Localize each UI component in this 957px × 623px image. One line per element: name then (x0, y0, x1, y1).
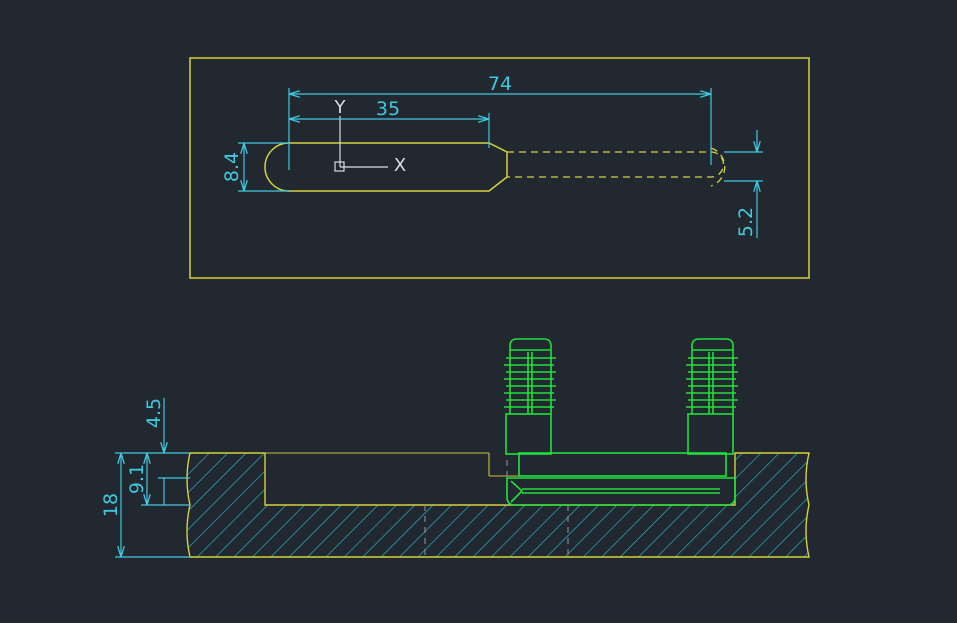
dimension-4-5 (158, 398, 190, 505)
dimension-74 (288, 88, 712, 170)
dimension-5-2-label: 5.2 (735, 207, 757, 237)
left-threaded-post (504, 338, 556, 455)
ucs-y-label: Y (334, 97, 347, 118)
plan-view: Y X 74 35 8.4 5.2 (189, 57, 810, 279)
clamp-part (504, 338, 738, 506)
dimension-4-5-label: 4.5 (143, 398, 165, 428)
dimension-5-2 (724, 130, 763, 238)
ucs-icon (334, 116, 388, 172)
dimension-9-1-label: 9.1 (126, 464, 148, 494)
dimension-8-4-label: 8.4 (221, 152, 243, 182)
right-threaded-post (686, 338, 738, 455)
dimension-9-1 (141, 453, 190, 506)
dimension-74-label: 74 (488, 73, 512, 95)
section-body-hatched (186, 452, 810, 558)
slot-wide-outline (264, 142, 508, 192)
dimension-18 (115, 452, 190, 558)
ucs-x-label: X (394, 155, 406, 176)
slot-narrow-outline (507, 151, 725, 178)
plan-view-frame (189, 57, 810, 279)
slot-end-hidden (710, 147, 726, 187)
section-view: 18 9.1 4.5 (100, 338, 810, 558)
dimension-35 (289, 113, 490, 148)
dimension-18-label: 18 (100, 493, 122, 517)
dimension-8-4 (238, 142, 289, 192)
recess-lines (265, 452, 520, 477)
dimension-35-label: 35 (376, 98, 400, 120)
